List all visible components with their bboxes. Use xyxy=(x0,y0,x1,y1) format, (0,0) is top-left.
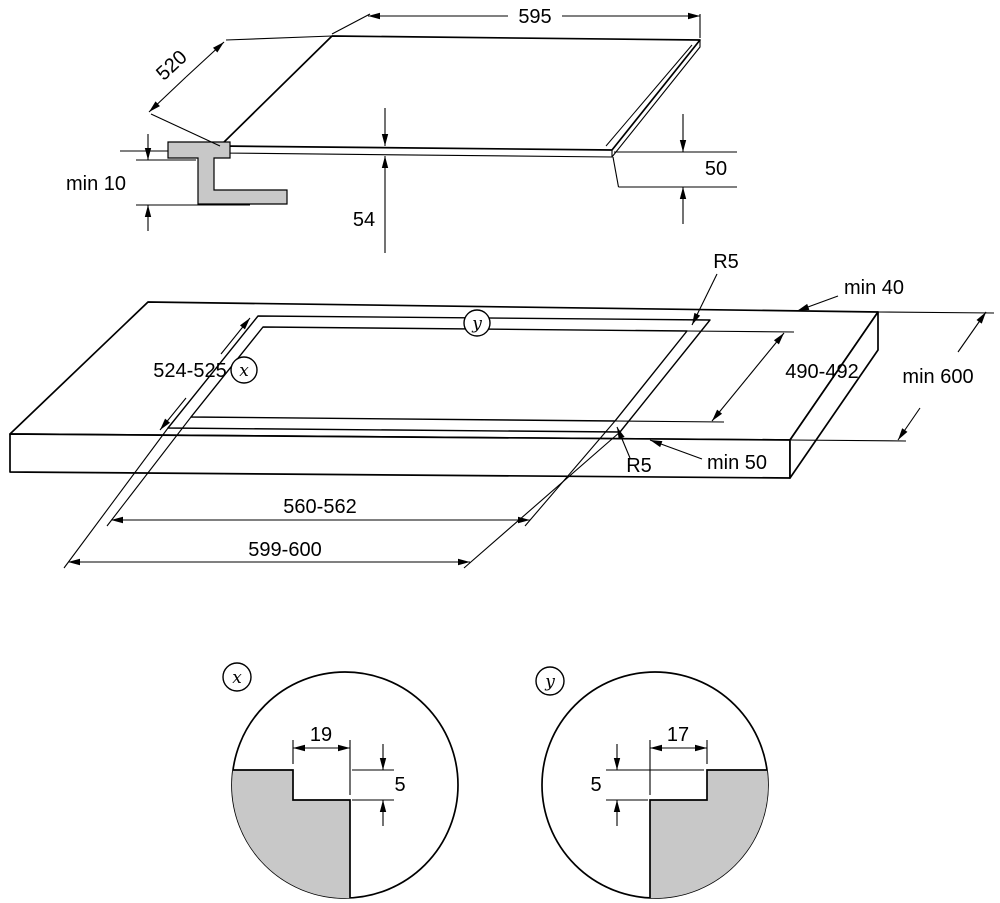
worktop-section-material-x xyxy=(231,770,350,899)
cutout-outline xyxy=(190,326,688,422)
hob-bevel-line xyxy=(605,44,693,147)
dim-hob-width: 595 xyxy=(331,6,701,38)
cutout-depth-label: 490-492 xyxy=(785,361,858,383)
rebate-profile-y xyxy=(649,769,767,898)
rebate-profile-x xyxy=(233,769,351,898)
dimension-arrow xyxy=(220,317,251,355)
dimension-arrow xyxy=(159,397,187,431)
radius-back-label: R5 xyxy=(713,251,739,273)
worktop-right-face xyxy=(789,311,879,479)
worktop-depth-label: min 600 xyxy=(902,366,973,388)
dim-rebate-depth-y: 5 xyxy=(590,744,704,826)
dim-radius-back: R5 xyxy=(691,251,739,326)
hob-width-label: 595 xyxy=(518,6,551,28)
detail-y-letter: y xyxy=(544,672,555,692)
dim-rebate-width-x: 19 xyxy=(292,724,351,795)
rebate-width-x-label: 19 xyxy=(310,724,332,746)
worktop-view: 560-562 599-600 524-525 490-492 R5 xyxy=(9,251,995,569)
dimension-arrow xyxy=(747,332,785,378)
extension-line xyxy=(686,330,795,333)
detail-y-badge xyxy=(535,666,565,696)
rebate-depth-y-label: 5 xyxy=(590,774,601,796)
dim-recess-width: 599-600 xyxy=(63,427,621,569)
hob-box-corner xyxy=(612,156,620,188)
section-y-badge xyxy=(463,309,491,337)
extension-line xyxy=(63,427,169,569)
clamp-clearance-label: min 10 xyxy=(66,173,126,195)
rebate-depth-x-label: 5 xyxy=(394,774,405,796)
dimension-arrow xyxy=(148,76,187,113)
leader-arrow xyxy=(616,426,631,459)
extension-line xyxy=(150,113,221,147)
hob-total-height-label: 54 xyxy=(353,209,375,231)
cutout-width-label: 560-562 xyxy=(283,496,356,518)
detail-x-badge xyxy=(222,662,252,692)
worktop-front-face xyxy=(9,433,791,479)
extension-line xyxy=(331,13,371,35)
dim-cutout-depth: 490-492 xyxy=(614,330,859,423)
dim-min-back-clearance: min 40 xyxy=(796,277,904,312)
section-y-letter: y xyxy=(471,314,482,334)
hob-view: 595 520 min 10 54 50 xyxy=(66,6,737,253)
dim-recess-depth: 524-525 xyxy=(153,317,251,431)
min-front-label: min 50 xyxy=(707,452,767,474)
section-marker-x: x xyxy=(230,356,258,384)
extension-line xyxy=(524,420,616,527)
section-marker-y: y xyxy=(463,309,491,337)
dim-min-front-clearance: min 50 xyxy=(649,439,767,474)
dimension-arrow xyxy=(711,376,749,422)
section-x-letter: x xyxy=(239,361,249,381)
hob-depth-label: 520 xyxy=(152,46,191,85)
dim-hob-total-height: 54 xyxy=(353,108,389,253)
radius-front-label: R5 xyxy=(626,455,652,477)
dim-built-in-depth: 50 xyxy=(679,114,727,224)
extension-line xyxy=(789,439,907,442)
dim-radius-front: R5 xyxy=(616,426,652,477)
detail-y-marker: y xyxy=(535,666,565,696)
worktop-section-material-y xyxy=(650,770,769,899)
dim-worktop-depth: min 600 xyxy=(789,311,995,442)
extension-line xyxy=(463,431,621,569)
detail-x-view: 19 5 x xyxy=(222,662,459,899)
section-x-badge xyxy=(230,356,258,384)
extension-line xyxy=(614,420,725,423)
leader-arrow xyxy=(796,295,839,312)
recess-depth-label: 524-525 xyxy=(153,360,226,382)
built-in-depth-label: 50 xyxy=(705,158,727,180)
dim-clamp-clearance: min 10 xyxy=(66,134,250,231)
dimension-arrow xyxy=(957,311,987,353)
dimension-arrow xyxy=(897,407,921,441)
extension-line xyxy=(106,416,192,527)
min-back-label: min 40 xyxy=(844,277,904,299)
detail-x-letter: x xyxy=(232,668,242,688)
mounting-clamp xyxy=(167,141,288,205)
leader-arrow xyxy=(649,439,703,460)
detail-y-view: 17 5 y xyxy=(535,666,769,899)
rebate-width-y-label: 17 xyxy=(667,724,689,746)
dimension-arrow xyxy=(185,41,225,78)
hob-glass-top xyxy=(219,35,701,151)
dim-rebate-width-y: 17 xyxy=(649,724,708,795)
recess-width-label: 599-600 xyxy=(248,539,321,561)
dim-cutout-width: 560-562 xyxy=(106,416,616,527)
extension-line xyxy=(225,35,333,41)
dim-rebate-depth-x: 5 xyxy=(352,744,406,826)
detail-x-marker: x xyxy=(222,662,252,692)
extension-line xyxy=(877,311,995,314)
leader-arrow xyxy=(691,273,718,326)
